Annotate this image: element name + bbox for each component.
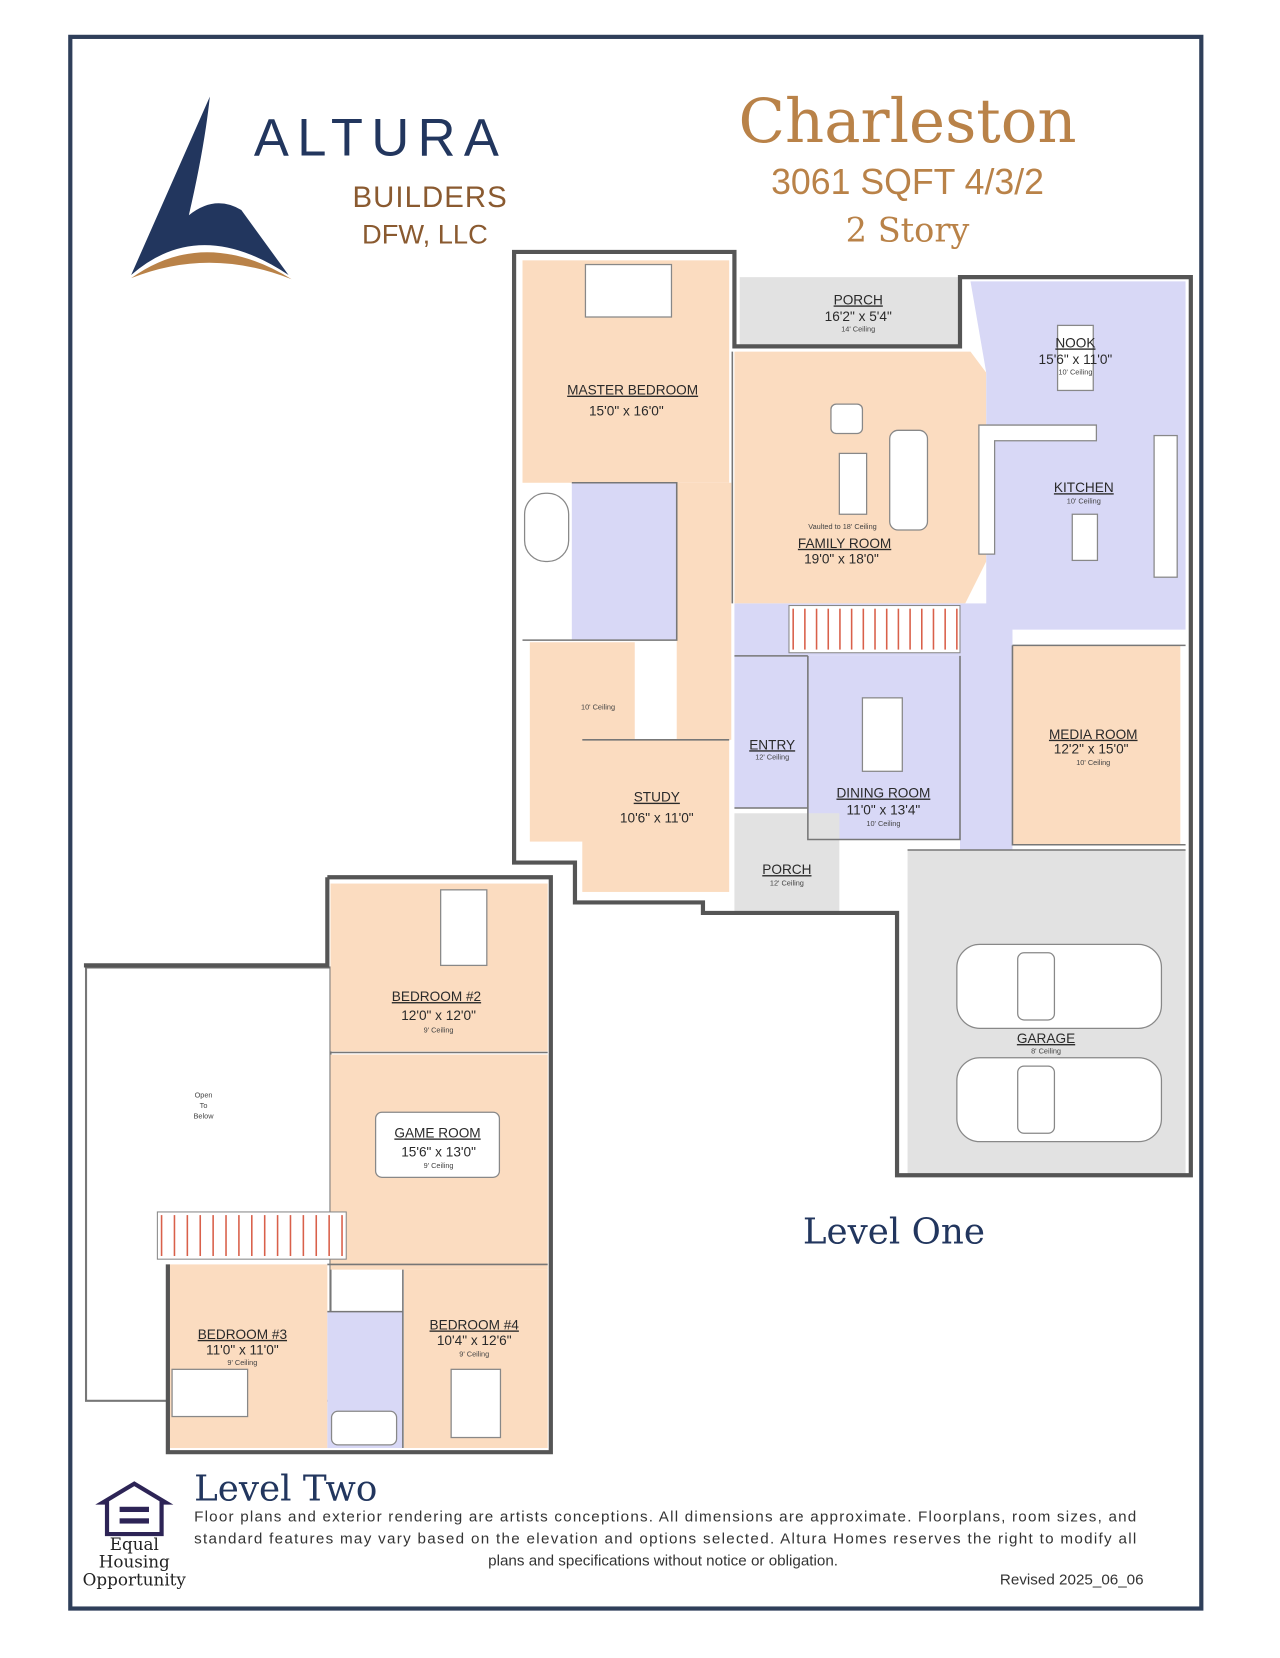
room-ceiling: 8' Ceiling: [1031, 1047, 1061, 1056]
open-to-below-text: Open: [195, 1091, 213, 1100]
plan-name: Charleston: [739, 87, 1077, 157]
room-ceiling: Vaulted to 18' Ceiling: [808, 522, 876, 531]
room-ceiling: 12' Ceiling: [770, 879, 804, 888]
plan-specs: 3061 SQFT 4/3/2: [771, 162, 1044, 202]
altura-logo: ALTURA BUILDERS DFW, LLC: [131, 96, 508, 280]
room-ceiling: 10' Ceiling: [1058, 368, 1092, 377]
room-size: 11'0" x 11'0": [206, 1343, 279, 1358]
dining-table-icon: [861, 697, 903, 772]
disclaimer-line: Floor plans and exterior rendering are a…: [194, 1508, 1136, 1525]
room-ceiling: 10' Ceiling: [581, 702, 615, 711]
level-two-plan: Open To Below BEDROOM #2 12'0" x 12'0" 9…: [83, 875, 553, 1455]
room-size: 15'0" x 16'0": [589, 404, 664, 419]
eho-text: Opportunity: [83, 1569, 187, 1589]
room-label: DINING ROOM: [836, 786, 930, 801]
island-icon: [1071, 513, 1099, 562]
room-size: 12'0" x 12'0": [401, 1008, 476, 1023]
logo-builders: BUILDERS: [353, 181, 508, 214]
level-two-label: Level Two: [194, 1468, 377, 1509]
room-label: ENTRY: [749, 737, 795, 752]
nook-table-icon: [1056, 324, 1094, 392]
bed-icon: [171, 1368, 249, 1418]
car-icon: [956, 1057, 1163, 1143]
bed-icon: [584, 263, 673, 318]
room-ceiling: 10' Ceiling: [866, 819, 900, 828]
pool-table-icon: [374, 1111, 501, 1178]
room-ceiling: 9' Ceiling: [424, 1161, 454, 1170]
eho-text: Equal: [110, 1534, 159, 1554]
coffee-table-icon: [838, 452, 868, 515]
room-label: BEDROOM #2: [392, 989, 481, 1004]
armchair-icon: [830, 403, 864, 435]
room-ceiling: 14' Ceiling: [841, 325, 875, 334]
disclaimer-line: standard features may vary based on the …: [194, 1530, 1136, 1547]
eho-text: Housing: [99, 1552, 170, 1572]
tub-icon: [523, 492, 570, 563]
logo-dfw: DFW, LLC: [362, 219, 488, 250]
room-size: 15'6" x 13'0": [401, 1144, 476, 1159]
logo-wordmark: ALTURA: [254, 109, 507, 167]
room-label: PORCH: [762, 862, 811, 877]
bed-icon: [440, 889, 488, 967]
room-label: KITCHEN: [1054, 480, 1114, 495]
plan-stories: 2 Story: [846, 210, 970, 249]
room-size: 12'2" x 15'0": [1054, 741, 1129, 756]
car-icon: [956, 943, 1163, 1029]
room-label: PORCH: [834, 292, 883, 307]
level-one-plan: PORCH 16'2" x 5'4" 14' Ceiling NOOK 15'6…: [512, 249, 1193, 1178]
room-label: BEDROOM #3: [198, 1327, 287, 1342]
room-label: BEDROOM #4: [430, 1317, 520, 1332]
room-label: NOOK: [1055, 335, 1095, 350]
tub-icon: [330, 1410, 398, 1446]
bed-icon: [450, 1368, 502, 1439]
room-size: 15'6" x 11'0": [1039, 352, 1113, 367]
sofa-icon: [889, 429, 929, 531]
room-size: 10'4" x 12'6": [437, 1333, 512, 1348]
room-label: GARAGE: [1017, 1031, 1075, 1046]
level-one-label: Level One: [803, 1211, 985, 1252]
range-counter-icon: [1153, 434, 1178, 578]
equal-housing-icon: [95, 1481, 174, 1537]
room-label: GAME ROOM: [394, 1125, 480, 1140]
room-ceiling: 12' Ceiling: [755, 753, 789, 762]
kitchen-counter-icon: [978, 424, 1098, 555]
revised-date: Revised 2025_06_06: [1000, 1571, 1144, 1588]
room-ceiling: 9' Ceiling: [227, 1358, 257, 1367]
room-size: 10'6" x 11'0": [620, 811, 694, 826]
room-ceiling: 10' Ceiling: [1076, 758, 1110, 767]
room-ceiling: 10' Ceiling: [1067, 497, 1101, 506]
room-label: MASTER BEDROOM: [567, 383, 698, 398]
room-label: MEDIA ROOM: [1049, 727, 1138, 742]
open-to-below-text: To: [200, 1101, 208, 1110]
room-label: STUDY: [634, 790, 680, 805]
room-ceiling: 9' Ceiling: [459, 1350, 489, 1359]
disclaimer-line: plans and specifications without notice …: [488, 1553, 838, 1570]
open-to-below-text: Below: [194, 1112, 215, 1121]
room-ceiling: 9' Ceiling: [424, 1026, 454, 1035]
room-size: 19'0" x 18'0": [804, 552, 879, 567]
room-size: 16'2" x 5'4": [825, 309, 892, 324]
room-label: FAMILY ROOM: [798, 536, 891, 551]
room-size: 11'0" x 13'4": [847, 802, 921, 817]
